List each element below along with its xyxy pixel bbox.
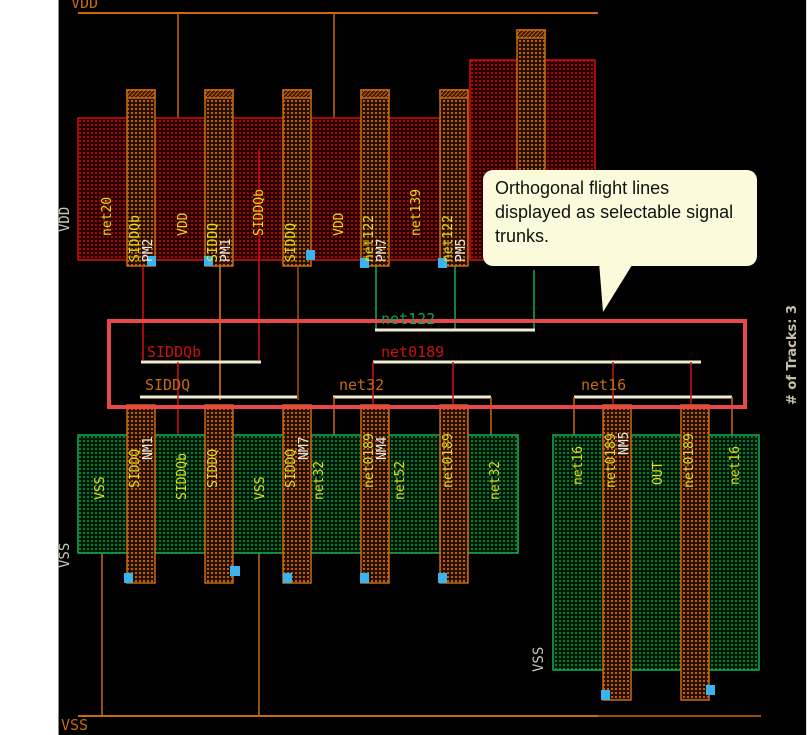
pmos-gate-poly[interactable] (126, 89, 156, 267)
pmos-gate-poly[interactable] (516, 29, 546, 181)
trunk-label-net32: net32 (339, 376, 385, 394)
nmos-gate-net-label: SIDDQ (206, 448, 221, 488)
pmos-gate-name-label: PM5 (454, 238, 469, 262)
pmos-diffusion-label: VDD (176, 212, 191, 236)
pin-marker[interactable] (438, 258, 447, 268)
poly-contact-hatch (360, 89, 390, 99)
pin-marker[interactable] (360, 573, 369, 583)
pin-marker[interactable] (283, 573, 292, 583)
pmos-gate-poly[interactable] (282, 89, 312, 267)
pmos-diffusion-label: net20 (100, 196, 115, 236)
nmos-gate-poly[interactable] (204, 404, 234, 584)
pmos-diffusion-label: VDD (332, 212, 347, 236)
nmos-gate-poly[interactable] (126, 404, 156, 584)
nmos-diffusion-label: net52 (393, 460, 408, 500)
nmos-gate-name-label: NM1 (141, 436, 156, 460)
vdd-rail-label: VDD (71, 0, 99, 12)
nmos-gate-poly[interactable] (439, 404, 469, 584)
pin-marker[interactable] (706, 685, 715, 695)
nmos-diffusion-label: net32 (488, 460, 503, 500)
layout-svg[interactable] (59, 0, 806, 735)
vdd-side-label: VDD (57, 206, 73, 232)
poly-contact-hatch (516, 29, 546, 39)
callout-tooltip: Orthogonal flight lines displayed as sel… (483, 170, 757, 266)
nmos-gate-name-label: NM4 (375, 436, 390, 460)
pmos-gate-net-label: SIDDQ (284, 222, 299, 262)
nmos-diffusion-right[interactable] (552, 434, 760, 671)
pin-marker[interactable] (124, 573, 133, 583)
pin-marker[interactable] (147, 256, 156, 266)
callout-text: Orthogonal flight lines displayed as sel… (495, 178, 734, 246)
vss-rail-label: VSS (61, 716, 89, 734)
pmos-gate-poly[interactable] (204, 89, 234, 267)
nmos-diffusion-label: net16 (571, 445, 586, 485)
pmos-diffusion-label: net139 (409, 189, 424, 236)
nmos-diffusion-label: net16 (728, 445, 743, 485)
nmos-gate-net-label: net0189 (441, 433, 456, 488)
pin-marker[interactable] (360, 258, 369, 268)
pin-marker[interactable] (306, 250, 315, 260)
poly-contact-hatch (126, 89, 156, 99)
poly-contact-hatch (439, 89, 469, 99)
nmos-gate-name-label: NM7 (297, 436, 312, 460)
trunk-label-net16: net16 (581, 376, 627, 394)
nmos-gate-poly[interactable] (602, 404, 632, 701)
nmos-diffusion-label: SIDDQb (175, 453, 190, 500)
flight-line-highlight-box[interactable] (107, 319, 747, 409)
poly-contact-hatch (204, 89, 234, 99)
vss-right-side-label: VSS (531, 646, 547, 672)
tracks-count-label: # of Tracks: 3 (785, 304, 800, 405)
trunk-label-net122: net122 (381, 310, 436, 328)
pmos-gate-name-label: PM2 (141, 238, 156, 262)
pmos-gate-name-label: PM7 (375, 238, 390, 262)
pin-marker[interactable] (438, 573, 447, 583)
trunk-label-siddq: SIDDQ (145, 376, 191, 394)
pin-marker[interactable] (231, 566, 240, 576)
nmos-diffusion-label: VSS (93, 476, 108, 500)
pmos-gate-name-label: PM1 (219, 238, 234, 262)
nmos-gate-poly[interactable] (360, 404, 390, 584)
nmos-diffusion-label: VSS (253, 476, 268, 500)
nmos-gate-poly[interactable] (282, 404, 312, 584)
pin-marker[interactable] (601, 690, 610, 700)
pmos-gate-poly[interactable] (439, 89, 469, 267)
nmos-gate-poly[interactable] (680, 404, 710, 701)
nmos-gate-name-label: NM5 (617, 431, 632, 455)
pmos-gate-poly[interactable] (360, 89, 390, 267)
vss-side-label: VSS (57, 542, 73, 568)
nmos-gate-net-label: net0189 (682, 433, 697, 488)
nmos-diffusion-label: net32 (312, 460, 327, 500)
layout-canvas[interactable]: VDD VSS VDD VSS VSS # of Tracks: 3 Ortho… (57, 0, 807, 735)
pmos-diffusion-label: SIDDQb (252, 189, 267, 236)
poly-contact-hatch (282, 89, 312, 99)
pin-marker[interactable] (204, 256, 213, 266)
trunk-label-siddqb: SIDDQb (147, 343, 202, 361)
nmos-diffusion-label: OUT (651, 461, 666, 485)
trunk-label-net0189: net0189 (381, 343, 445, 361)
